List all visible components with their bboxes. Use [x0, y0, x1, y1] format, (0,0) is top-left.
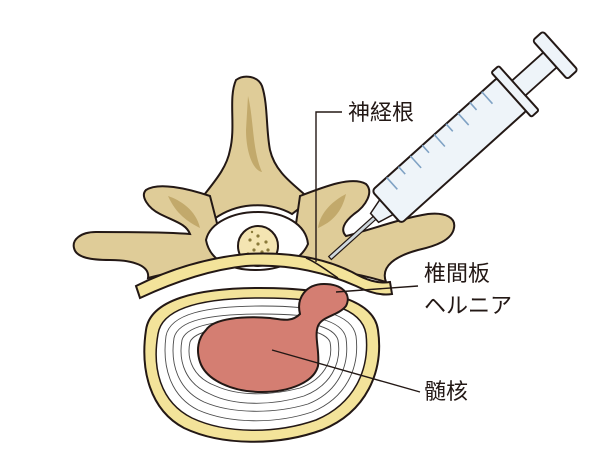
spinous-shadow	[246, 96, 262, 172]
label-herniation-line1: 椎間板	[424, 262, 490, 287]
label-nucleus: 髄核	[424, 380, 468, 405]
leader-lines	[271, 111, 421, 393]
syringe-plunger-head	[532, 31, 578, 80]
leader-nerve-root	[315, 111, 342, 262]
syringe-barrel	[372, 77, 527, 223]
right-facet-shadow	[318, 194, 346, 228]
intervertebral-disc	[143, 282, 380, 443]
left-facet-shadow	[168, 196, 200, 228]
label-nerve-root: 神経根	[348, 101, 414, 126]
nucleus-pulposus	[197, 282, 349, 394]
leader-herniation	[335, 285, 419, 293]
syringe	[327, 31, 578, 261]
nerve-roots	[134, 252, 394, 300]
leader-nucleus	[271, 349, 421, 393]
label-herniation-line2: ヘルニア	[424, 294, 512, 319]
